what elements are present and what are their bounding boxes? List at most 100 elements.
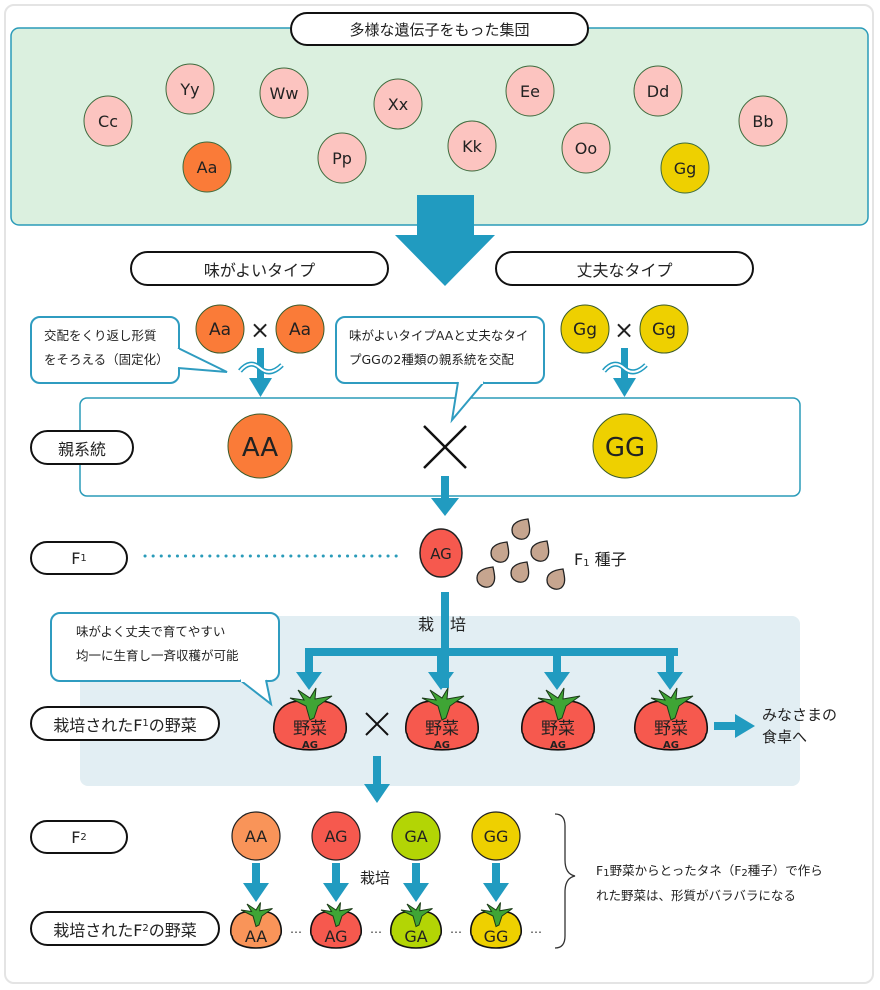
gene-circle-aa: Aa	[182, 141, 232, 193]
ellipsis: …	[530, 922, 542, 936]
tomato-icon: AG	[309, 902, 363, 949]
destination-line2: 食卓へ	[762, 728, 808, 746]
gene-label: Ee	[520, 82, 540, 101]
branch-arrow	[657, 648, 683, 690]
tasty-type-label: 味がよいタイプ	[130, 251, 389, 286]
gene-circle-right-b	[639, 304, 689, 354]
ellipsis: …	[450, 922, 462, 936]
gene-circle-right-a	[560, 304, 610, 354]
gene-label: Oo	[575, 139, 597, 158]
leaf-icon	[537, 687, 581, 721]
cross-parents-bubble: 味がよいタイプAAと丈夫なタイ プGGの2種類の親系統を交配	[335, 316, 545, 384]
svg-text:AG: AG	[324, 827, 347, 846]
gene-circle-cc: Cc	[83, 95, 133, 147]
cross-right-symbol: ×	[614, 316, 634, 344]
gene-circle-oo: Oo	[561, 122, 611, 174]
branch-arrow	[428, 648, 454, 690]
f2-gene-ga: GA	[391, 811, 441, 861]
parent-aa-label: AA	[242, 433, 279, 463]
gene-circle-gg: Gg	[660, 142, 710, 194]
big-down-arrow	[395, 195, 495, 286]
gene-circle-left-b	[275, 304, 325, 354]
tomato-code: AG	[434, 740, 450, 751]
leaf-icon	[289, 687, 333, 721]
parent-cross-icon	[423, 425, 467, 469]
tomato-name: 野菜	[293, 719, 327, 739]
parent-aa-circle	[227, 413, 293, 479]
f2-arrow-head	[403, 883, 429, 902]
gene-circle-kk: Kk	[447, 120, 497, 172]
f1-ag-label: AG	[430, 545, 452, 563]
to-table-arrow-head	[735, 714, 755, 738]
f2-cultivate-label: 栽培	[360, 869, 391, 887]
gene-label: Kk	[462, 137, 482, 156]
tomato-code: AG	[663, 740, 679, 751]
destination-text: みなさまの 食卓へ	[762, 704, 837, 748]
cultivate-branch	[305, 648, 678, 656]
leaf-icon	[320, 902, 353, 928]
parent-gg-label: GG	[605, 433, 645, 463]
gene-circle-bb: Bb	[738, 95, 788, 147]
gene-label: Ww	[270, 84, 299, 103]
gene-circle-pp: Pp	[317, 132, 367, 184]
tomato-name: 野菜	[541, 719, 575, 739]
destination-line1: みなさまの	[762, 706, 838, 724]
arrow-to-f2-shaft	[373, 756, 381, 786]
arrow-to-f1-head	[431, 498, 459, 516]
tomato-name: 野菜	[425, 719, 459, 739]
gene-right-b-label: Gg	[652, 320, 676, 340]
f2-label-main: F	[71, 827, 81, 847]
f2-gene-gg: GG	[471, 811, 521, 861]
tomato-name: 野菜	[654, 719, 688, 739]
f2-veg-label-post: の野菜	[148, 920, 197, 940]
f2-arrow-head	[243, 883, 269, 902]
f1-veg-cross-icon	[365, 712, 389, 736]
tomato-icon: GG	[469, 902, 523, 949]
gene-circle-ee: Ee	[505, 65, 555, 117]
f1-ag-circle	[419, 528, 463, 578]
sturdy-type-label: 丈夫なタイプ	[495, 251, 754, 286]
gene-label: Pp	[332, 149, 352, 168]
leaf-icon	[480, 902, 513, 928]
tomato-code: GG	[484, 927, 509, 946]
f2-arrow-head	[323, 883, 349, 902]
f1-veg-label-sub: 1	[142, 718, 149, 729]
f1-label-sub: 1	[80, 552, 87, 564]
svg-text:AA: AA	[245, 827, 267, 846]
gene-left-b-label: Aa	[289, 320, 311, 340]
cross-parents-bubble-tail	[450, 380, 485, 424]
seed-icon	[530, 540, 550, 562]
f2-arrow-shaft	[412, 863, 420, 885]
f2-arrow-head	[483, 883, 509, 902]
parent-line-label: 親系統	[30, 430, 134, 465]
tomato-code: AA	[245, 927, 267, 946]
fixation-bubble-line2: をそろえる（固定化）	[44, 352, 169, 367]
f1-merits-bubble: 味がよく丈夫で育てやすい 均一に生育し一斉収穫が可能	[50, 612, 280, 682]
cross-parents-bubble-line1: 味がよいタイプAAと丈夫なタイ	[349, 328, 529, 343]
cross-parents-bubble-line2: プGGの2種類の親系統を交配	[349, 352, 514, 367]
gene-label: Dd	[647, 82, 669, 101]
f1-label-main: F	[71, 548, 81, 568]
f1-seed-label-main: F	[574, 550, 584, 569]
leaf-icon	[650, 687, 694, 721]
branch-arrows	[296, 648, 683, 690]
f2-note-line1: F1野菜からとったタネ（F2種子）で作ら	[596, 863, 823, 879]
branch-arrow	[544, 648, 570, 690]
gene-circle-yy: Yy	[165, 63, 215, 115]
parent-gg-circle	[592, 413, 658, 479]
fixation-arrow-left	[238, 348, 284, 397]
f2-veg-label-pre: 栽培されたF	[53, 920, 143, 940]
gene-label: Xx	[388, 95, 408, 114]
svg-text:GG: GG	[484, 827, 509, 846]
gene-circle-ww: Ww	[259, 67, 309, 119]
ellipsis: …	[370, 922, 382, 936]
population-title: 多様な遺伝子をもった集団	[290, 12, 589, 46]
tomato-code: AG	[302, 740, 318, 751]
seed-icon	[546, 568, 566, 590]
